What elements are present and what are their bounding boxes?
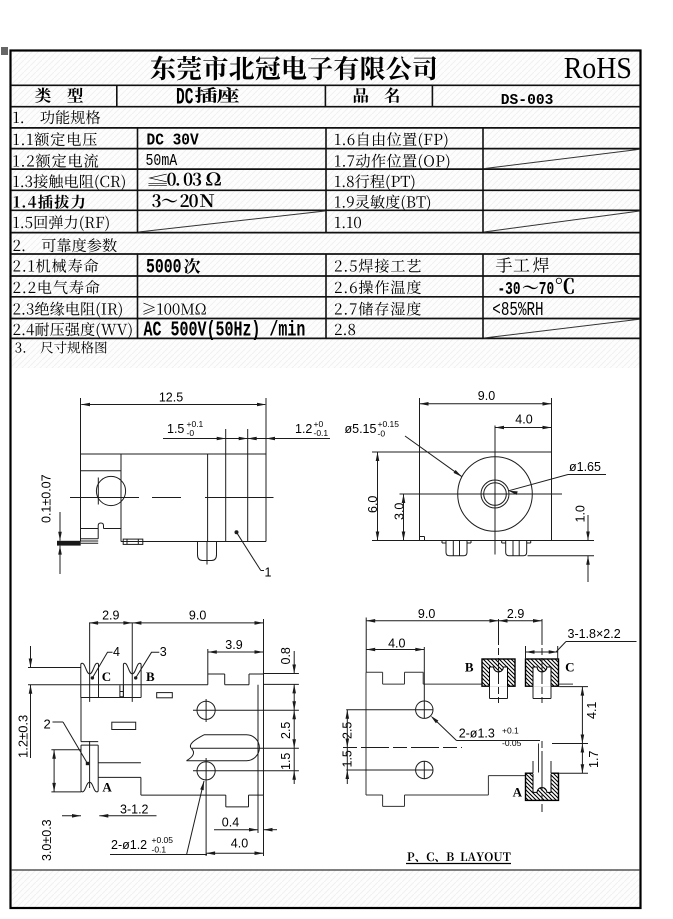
svg-text:4.0: 4.0 [515,413,532,427]
svg-text:+0.1: +0.1 [187,419,204,429]
svg-text:1.2±0.3: 1.2±0.3 [16,715,31,758]
svg-text:1.7: 1.7 [587,751,601,768]
svg-text:2.5: 2.5 [279,722,293,739]
svg-text:3.9: 3.9 [225,638,242,652]
svg-text:0.1±0.07: 0.1±0.07 [40,474,54,523]
svg-text:4.1: 4.1 [585,702,599,719]
svg-text:1: 1 [265,566,272,580]
svg-text:4.0: 4.0 [388,637,405,651]
svg-text:RoHS: RoHS [564,52,632,86]
svg-text:-0: -0 [187,428,195,438]
svg-text:ø1.65: ø1.65 [569,460,601,474]
svg-text:12.5: 12.5 [159,391,183,405]
svg-text:0.8: 0.8 [279,647,293,664]
svg-text:6.0: 6.0 [366,496,380,513]
svg-text:B: B [146,669,155,684]
svg-text:2.9: 2.9 [102,609,119,623]
svg-text:-0: -0 [378,429,386,439]
svg-text:DC 30V: DC 30V [147,130,200,149]
svg-text:9.0: 9.0 [418,607,435,621]
svg-text:A: A [102,780,112,795]
svg-text:AC 500V(50Hz) /min: AC 500V(50Hz) /min [144,319,306,342]
svg-text:3.0±0.3: 3.0±0.3 [40,819,54,861]
svg-text:-0.1: -0.1 [152,845,167,855]
svg-text:2.9: 2.9 [507,607,524,621]
svg-text:+0: +0 [314,419,324,429]
svg-text:-0.1: -0.1 [314,428,329,438]
svg-text:4.0: 4.0 [231,837,248,851]
svg-text:5000: 5000 [146,257,182,280]
svg-text:9.0: 9.0 [189,609,206,623]
svg-text:-30: -30 [498,279,521,300]
svg-text:+0.05: +0.05 [152,835,174,845]
svg-text:B: B [465,660,474,675]
svg-text:50mA: 50mA [146,151,178,171]
svg-text:C: C [102,669,111,684]
svg-text:1.0: 1.0 [574,505,588,522]
svg-text:<85%RH: <85%RH [492,300,543,322]
svg-text:DC: DC [176,84,193,110]
svg-text:3-1.8×2.2: 3-1.8×2.2 [568,627,621,641]
svg-text:ø5.15: ø5.15 [345,422,377,436]
svg-text:+0.15: +0.15 [378,419,400,429]
svg-text:-0.05: -0.05 [502,738,522,748]
svg-text:70: 70 [539,279,554,300]
svg-text:A: A [513,785,523,800]
svg-text:9.0: 9.0 [478,389,495,403]
svg-text:1.2: 1.2 [295,422,312,436]
svg-text:C: C [565,660,574,675]
svg-text:2-ø1.3: 2-ø1.3 [459,727,495,741]
svg-text:+0.1: +0.1 [502,726,519,736]
svg-text:3-1.2: 3-1.2 [120,803,149,817]
svg-text:1.5: 1.5 [279,753,293,770]
svg-text:3: 3 [160,645,167,659]
svg-text:3.0: 3.0 [393,503,407,520]
svg-text:1.5: 1.5 [167,422,184,436]
svg-text:2-ø1.2: 2-ø1.2 [111,838,147,852]
svg-text:0.4: 0.4 [222,816,239,830]
svg-text:2: 2 [44,717,51,732]
svg-text:4: 4 [113,645,120,659]
svg-text:DS-003: DS-003 [501,93,554,109]
